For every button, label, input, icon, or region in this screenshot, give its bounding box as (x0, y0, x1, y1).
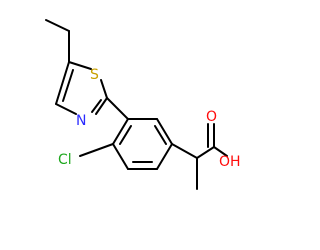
thiazole-c4-c5-bond (55, 61, 70, 105)
benzene-bond-2-inner (154, 125, 167, 145)
thiazole-c2-n3-inner-bond (91, 99, 102, 113)
sulfur-atom: S (90, 67, 99, 83)
biaryl-bond (106, 97, 129, 120)
ethyl-ch3-bond (45, 19, 70, 32)
aryl-ch-bond (171, 143, 198, 159)
benzene-bond-6-inner (119, 125, 132, 145)
thiazole-c4-c5-inner-bond (62, 69, 74, 102)
c-oh-bond (213, 146, 228, 157)
thiazole-s1-c2-bond (100, 79, 108, 99)
c-cl-bond (79, 143, 114, 157)
benzene-bond-3 (156, 143, 173, 170)
thiazole-c5-s1-bond (68, 61, 92, 70)
chlorine-atom: Cl (58, 152, 72, 168)
benzene-bond-5 (112, 143, 129, 170)
carbonyl-oxygen-atom: O (206, 109, 217, 125)
molecule-structure: S N Cl O OH (45, 19, 241, 190)
ch-cooh-bond (196, 146, 215, 159)
thiazole-n3-c4-bond (55, 103, 77, 115)
thiazole-c2-n3-bond (95, 97, 108, 115)
nitrogen-atom: N (76, 113, 86, 129)
benzene-bond-6 (112, 118, 129, 145)
benzene-bond-2 (156, 118, 173, 145)
structure-canvas: S N Cl O OH (45, 19, 241, 190)
hydroxyl-group: OH (219, 154, 241, 170)
